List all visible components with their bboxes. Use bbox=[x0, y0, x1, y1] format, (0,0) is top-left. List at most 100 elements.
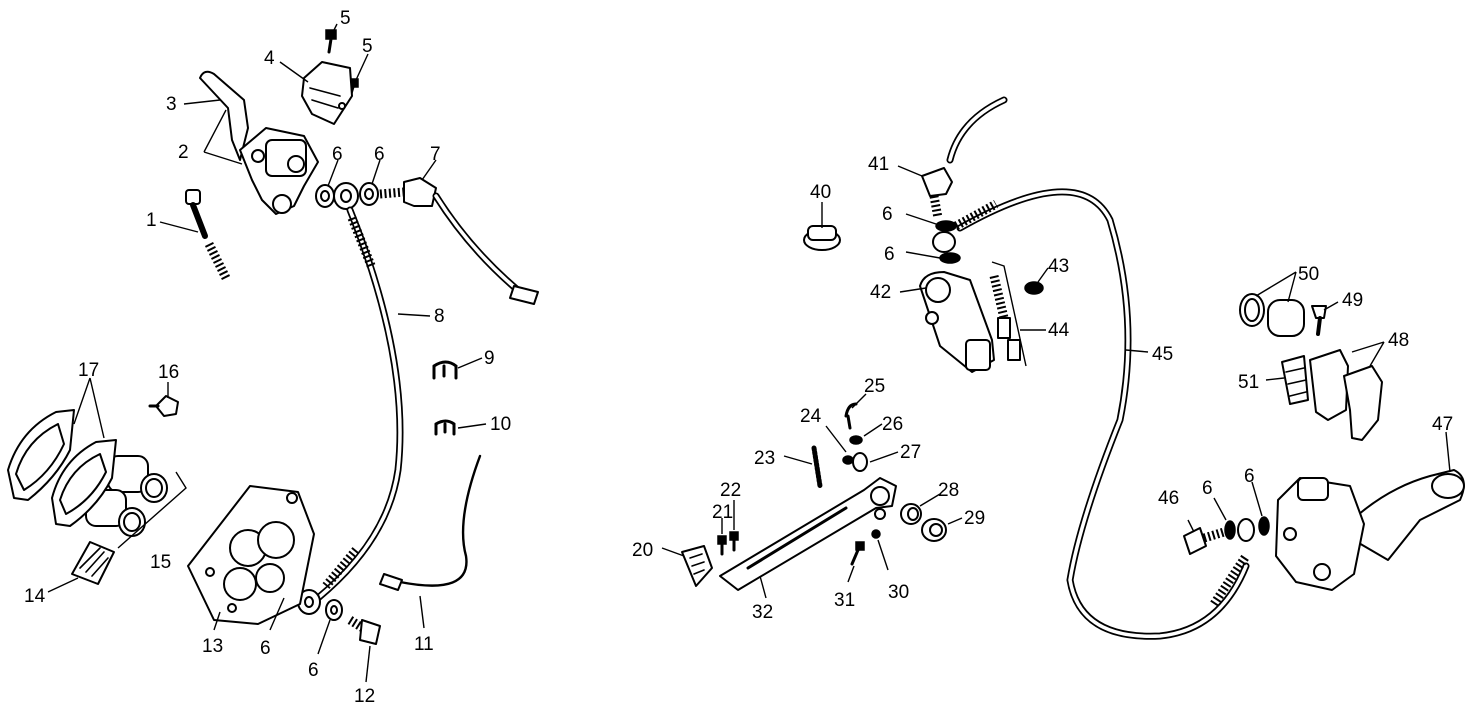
bolt-46 bbox=[1183, 527, 1226, 555]
label-7: 7 bbox=[430, 144, 441, 165]
label-28: 28 bbox=[938, 480, 959, 501]
washer-6g bbox=[1224, 520, 1236, 540]
banjo-fitting bbox=[333, 182, 359, 210]
label-45: 45 bbox=[1152, 344, 1173, 365]
label-6e: 6 bbox=[882, 204, 893, 225]
label-6g: 6 bbox=[1202, 478, 1213, 499]
banjo-bolt-7 bbox=[379, 177, 539, 305]
bolt-12 bbox=[347, 616, 381, 645]
label-5b: 5 bbox=[362, 36, 373, 57]
label-8: 8 bbox=[434, 306, 445, 327]
banjo-rear-top bbox=[932, 231, 956, 253]
label-6b: 6 bbox=[374, 144, 385, 165]
label-13: 13 bbox=[202, 636, 223, 657]
washer-6e bbox=[935, 220, 957, 232]
screw-5a bbox=[325, 29, 337, 54]
brake-pads-48 bbox=[1309, 349, 1383, 441]
master-cylinder-2 bbox=[239, 127, 319, 215]
washer-6d bbox=[325, 599, 343, 621]
bolt-31 bbox=[850, 541, 865, 566]
label-9: 9 bbox=[484, 348, 495, 369]
brake-pedal-32 bbox=[719, 477, 897, 591]
label-30: 30 bbox=[888, 582, 909, 603]
label-23: 23 bbox=[754, 448, 775, 469]
label-43: 43 bbox=[1048, 256, 1069, 277]
label-42: 42 bbox=[870, 282, 891, 303]
rear-caliper-47 bbox=[1275, 469, 1465, 591]
label-20: 20 bbox=[632, 540, 653, 561]
leader-lines bbox=[47, 23, 1451, 683]
washer-6b bbox=[359, 182, 379, 206]
brake-lever-3 bbox=[199, 70, 249, 161]
label-21: 21 bbox=[712, 502, 733, 523]
label-6d: 6 bbox=[308, 660, 319, 681]
label-29: 29 bbox=[964, 508, 985, 529]
label-27: 27 bbox=[900, 442, 921, 463]
cap-43 bbox=[1024, 281, 1044, 295]
label-11: 11 bbox=[414, 634, 434, 655]
bleeder-49 bbox=[1311, 305, 1327, 336]
label-6c: 6 bbox=[260, 638, 271, 659]
label-2: 2 bbox=[178, 142, 189, 163]
label-3: 3 bbox=[166, 94, 177, 115]
label-6f: 6 bbox=[884, 244, 895, 265]
label-4: 4 bbox=[264, 48, 275, 69]
spring-23 bbox=[811, 445, 823, 489]
banjo-rear-bottom bbox=[1237, 518, 1255, 542]
pedal-tip-20 bbox=[681, 545, 713, 587]
label-1: 1 bbox=[146, 210, 157, 231]
label-31: 31 bbox=[834, 590, 855, 611]
label-25: 25 bbox=[864, 376, 885, 397]
label-24: 24 bbox=[800, 406, 822, 427]
washer-6a bbox=[315, 184, 335, 208]
front-caliper-13 bbox=[187, 485, 315, 625]
washer-26 bbox=[849, 435, 863, 445]
label-48: 48 bbox=[1388, 330, 1409, 351]
label-47: 47 bbox=[1432, 414, 1453, 435]
washer-6h bbox=[1258, 516, 1270, 536]
part-labels: 5 5 4 3 2 1 6 6 7 8 9 10 11 12 6 6 13 14… bbox=[24, 8, 1453, 707]
bushing-27 bbox=[852, 452, 868, 472]
pushrod-44 bbox=[989, 261, 1027, 367]
hose-fitting-41 bbox=[921, 96, 1008, 219]
label-10: 10 bbox=[490, 414, 511, 435]
rear-master-cylinder-42 bbox=[919, 271, 995, 373]
brake-hose-8 bbox=[314, 206, 404, 602]
label-6a: 6 bbox=[332, 144, 343, 165]
label-40: 40 bbox=[810, 182, 831, 203]
label-49: 49 bbox=[1342, 290, 1363, 311]
label-16: 16 bbox=[158, 362, 179, 383]
label-22: 22 bbox=[720, 480, 741, 501]
label-5a: 5 bbox=[340, 8, 351, 29]
ball-30 bbox=[871, 529, 881, 539]
bushing-29 bbox=[921, 518, 947, 542]
screw-21 bbox=[717, 535, 727, 556]
screw-22 bbox=[729, 531, 739, 552]
label-32: 32 bbox=[752, 602, 773, 623]
label-15: 15 bbox=[150, 552, 171, 573]
label-26: 26 bbox=[882, 414, 903, 435]
label-6h: 6 bbox=[1244, 466, 1255, 487]
label-50: 50 bbox=[1298, 264, 1319, 285]
label-41: 41 bbox=[868, 154, 889, 175]
washer-6f bbox=[939, 252, 961, 264]
label-12: 12 bbox=[354, 686, 375, 707]
pistons-15 bbox=[85, 455, 187, 549]
seal-28 bbox=[900, 503, 922, 525]
label-14: 14 bbox=[24, 586, 46, 607]
bolt-1 bbox=[185, 189, 231, 281]
pad-spring-14 bbox=[71, 541, 115, 585]
pin-24 bbox=[842, 455, 854, 465]
hose-11 bbox=[379, 454, 482, 591]
rear-brake-hose-45 bbox=[953, 188, 1250, 640]
pad-spring-51 bbox=[1281, 355, 1309, 405]
brake-pads-17 bbox=[7, 409, 117, 527]
reservoir-cap-4 bbox=[301, 61, 353, 125]
clip-9 bbox=[432, 360, 458, 380]
pin-25 bbox=[844, 402, 858, 430]
label-17: 17 bbox=[78, 360, 99, 381]
reservoir-cap-40 bbox=[803, 225, 841, 251]
clip-10 bbox=[434, 419, 456, 436]
label-51: 51 bbox=[1238, 372, 1259, 393]
